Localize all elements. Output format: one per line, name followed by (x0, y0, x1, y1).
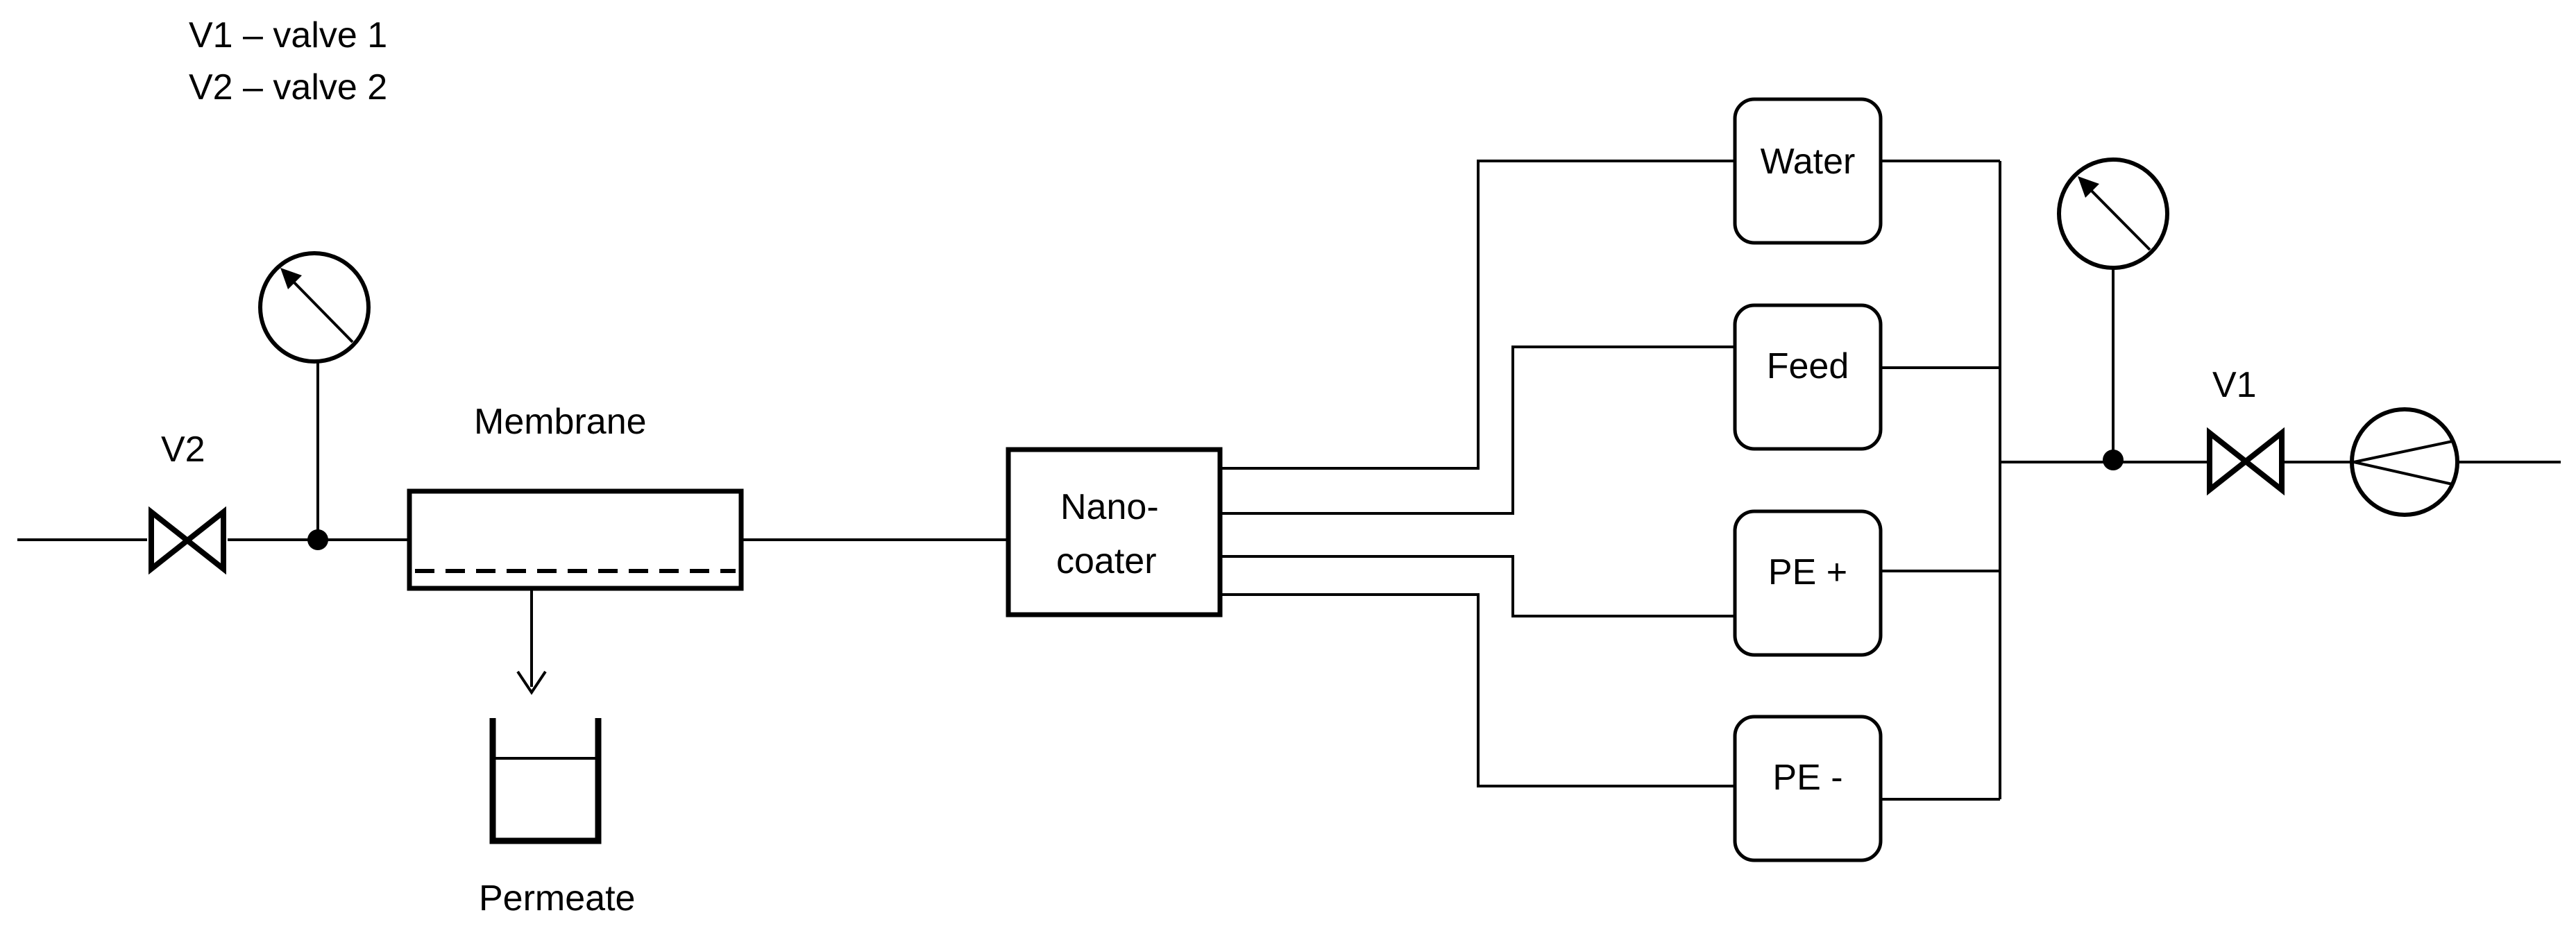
membrane-label: Membrane (474, 402, 647, 442)
pipe-to-water (1220, 160, 1735, 470)
pe-plus-label: PE + (1768, 552, 1847, 592)
valve-v1-label: V1 (2212, 365, 2257, 405)
nanocoater-label-line1: Nano- (1060, 487, 1159, 527)
valve-v2-icon (149, 506, 226, 575)
nanocoater-label-line2: coater (1056, 541, 1157, 581)
pe-minus-label: PE - (1772, 758, 1842, 798)
pe-plus-tank (1733, 509, 1883, 657)
pressure-gauge-right-icon (2057, 157, 2169, 470)
permeate-beaker-icon (489, 718, 602, 844)
nanocoater-box (1006, 447, 1223, 617)
water-label: Water (1761, 142, 1856, 182)
membrane-module (407, 488, 744, 695)
pe-minus-tank (1733, 715, 1883, 862)
legend-v1: V1 – valve 1 (189, 15, 387, 56)
permeate-label: Permeate (479, 878, 635, 919)
pressure-gauge-left-icon (258, 251, 371, 550)
feed-label: Feed (1767, 346, 1849, 386)
pump-icon (2350, 407, 2459, 517)
water-tank (1733, 97, 1883, 245)
pipe-to-pe-plus (1220, 555, 1735, 617)
feed-tank (1733, 303, 1883, 451)
valve-v2-label: V2 (161, 429, 205, 470)
valve-v1-icon (2207, 427, 2285, 496)
legend-v2: V2 – valve 2 (189, 67, 387, 108)
pipe-to-pe-minus (1220, 593, 1735, 787)
pipe-to-feed (1220, 346, 1735, 515)
